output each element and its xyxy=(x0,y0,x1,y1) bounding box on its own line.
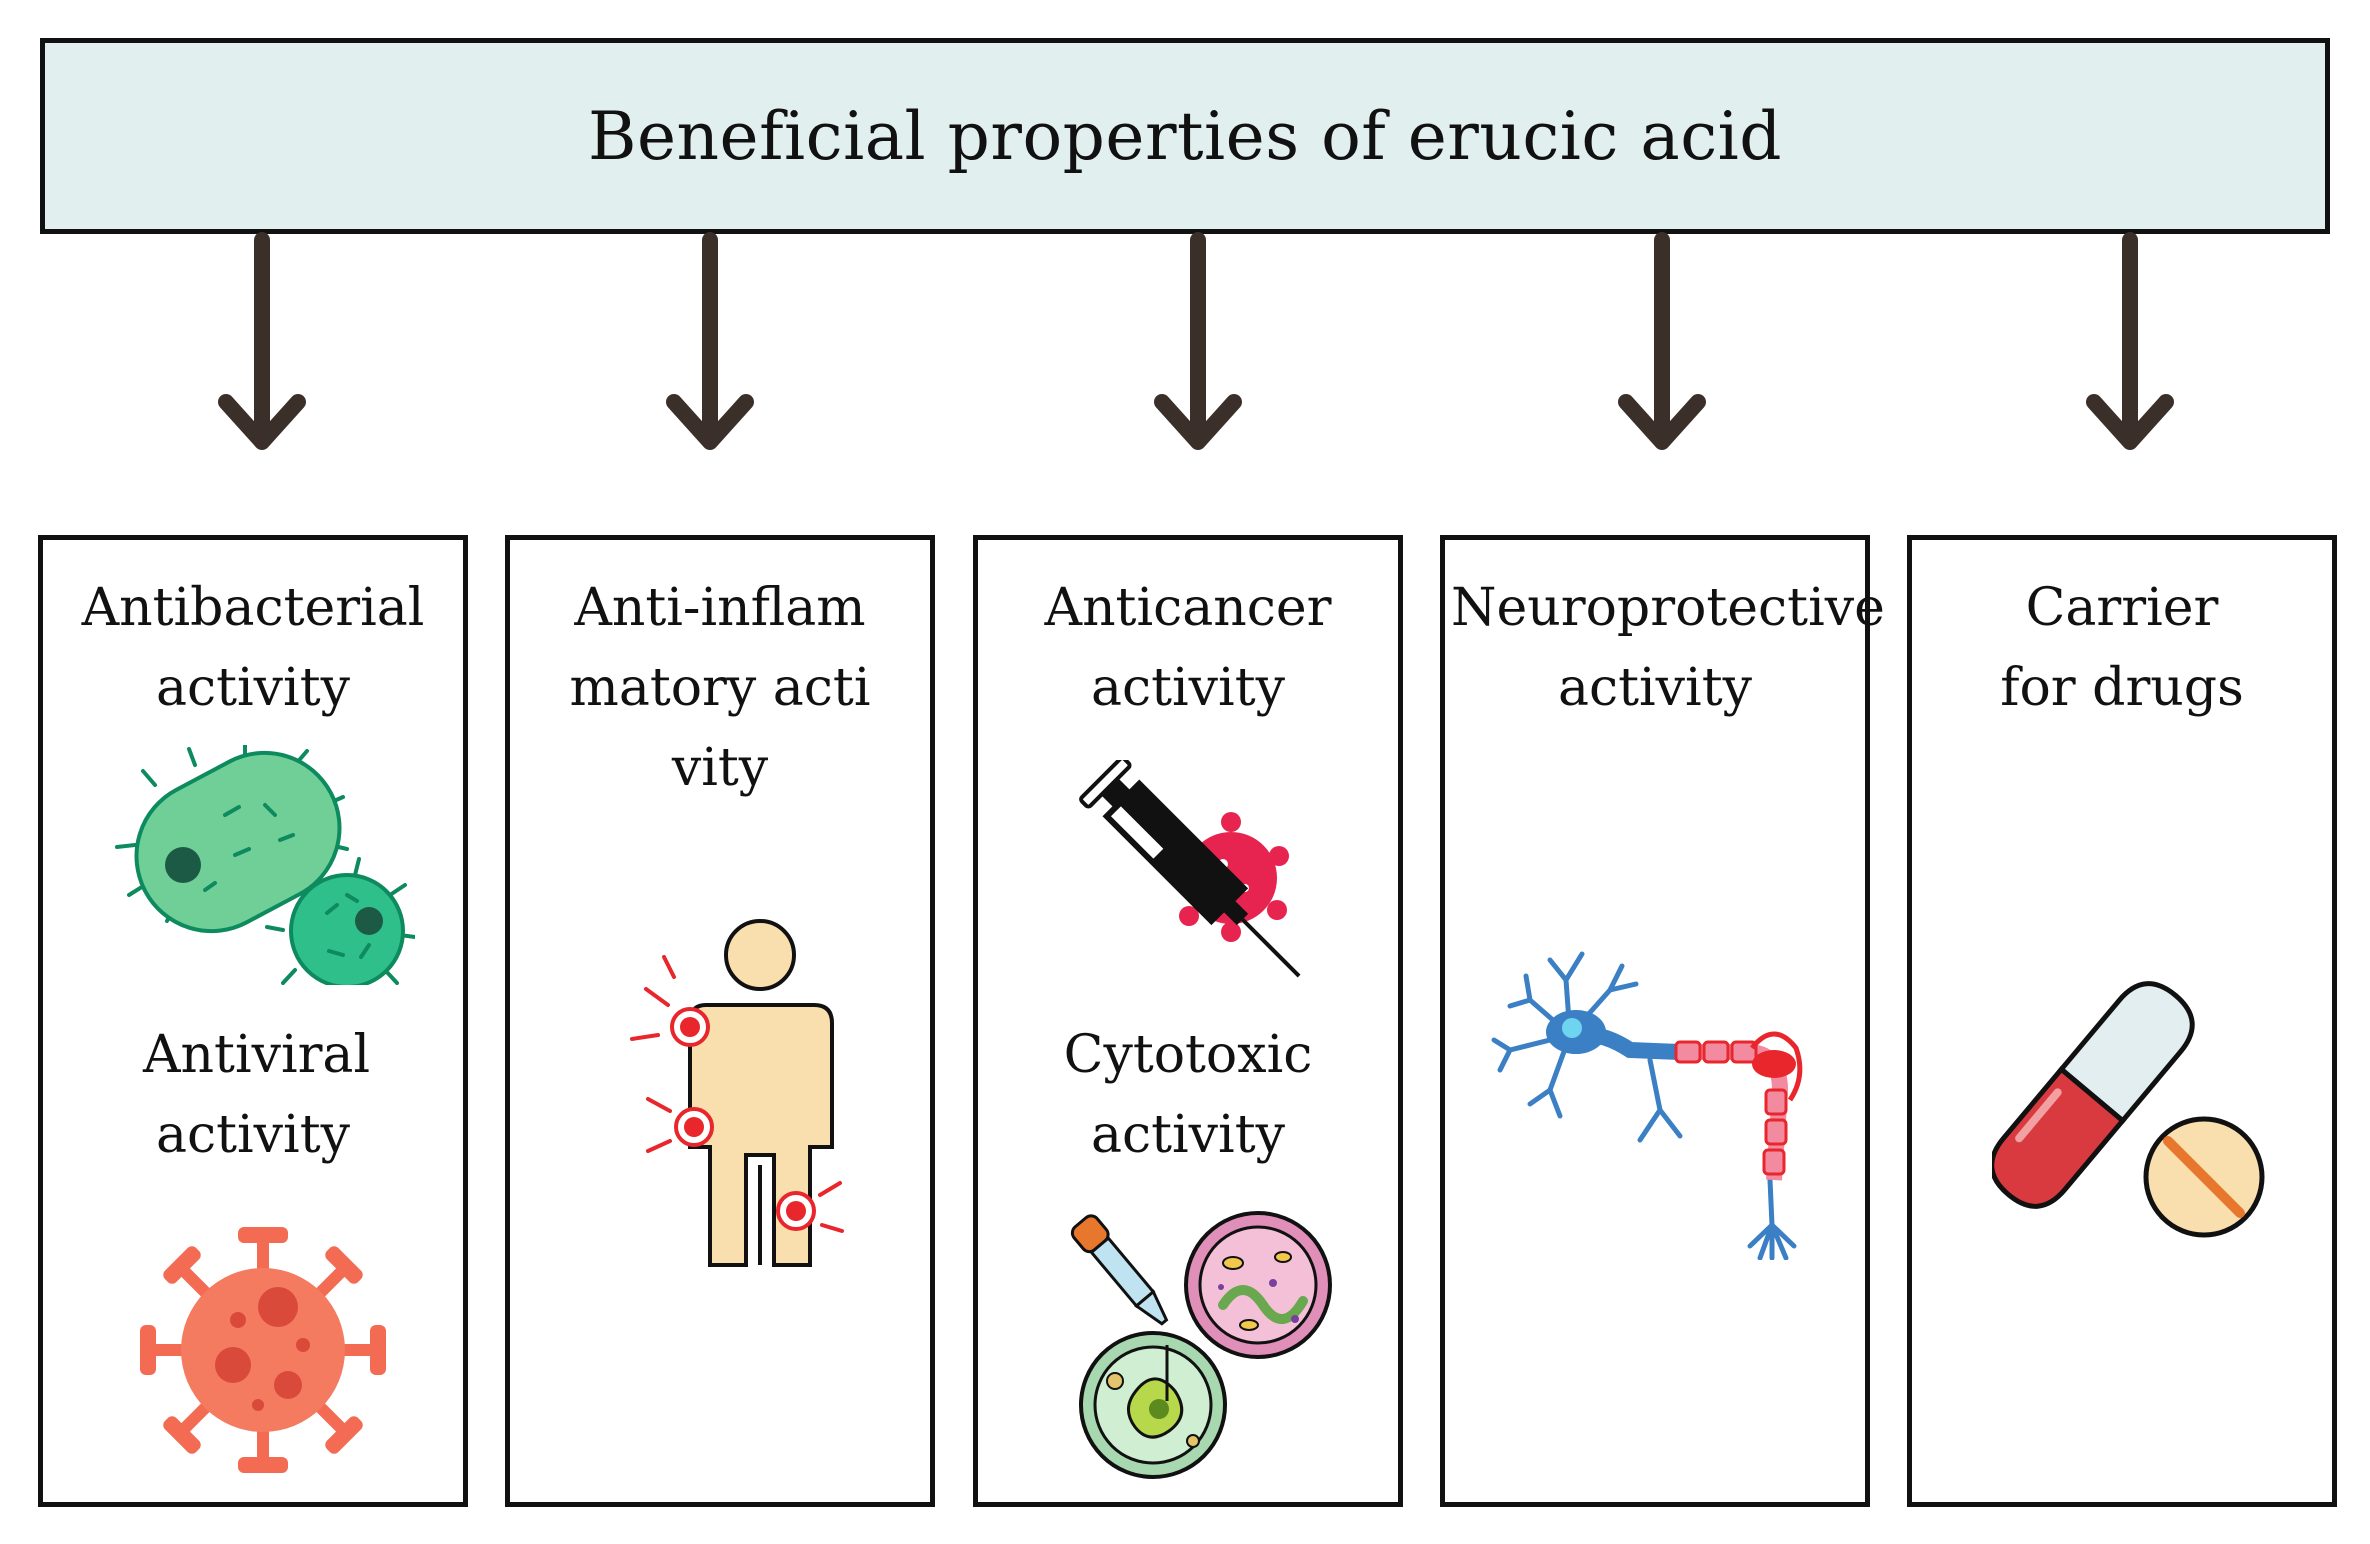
card-anticancer: Anticancer activity Cytotoxic activity xyxy=(973,535,1403,1507)
inflamed-joints-person-icon xyxy=(630,919,844,1267)
anticancer-label: Anticancer activity xyxy=(1044,578,1332,718)
carrier-for-drugs-label: Carrier for drugs xyxy=(2000,578,2244,718)
arrow-3 xyxy=(1154,232,1242,450)
arrow-2 xyxy=(666,232,754,450)
card-neuroprotective: Neuroprotective activity xyxy=(1440,535,1885,1507)
antiviral-label: Antiviral activity xyxy=(143,1025,371,1165)
card-anti-inflammatory: Anti-inflammatory activity xyxy=(505,535,935,1507)
capsule-pill-icon xyxy=(1992,981,2265,1238)
petri-dish-cells-icon xyxy=(1070,1211,1332,1479)
virus-icon xyxy=(140,1227,386,1473)
card-antibacterial: Antibacterial activity Antiviral activit… xyxy=(38,535,468,1507)
card-carrier-for-drugs: Carrier for drugs xyxy=(1907,535,2337,1507)
neuroprotective-label: Neuroprotective activity xyxy=(1451,578,1885,718)
syringe-cancer-cell-icon xyxy=(1079,760,1301,978)
anti-inflammatory-label: Anti-inflammatory activity xyxy=(569,578,871,798)
neuron-icon xyxy=(1491,951,1803,1260)
arrow-4 xyxy=(1618,232,1706,450)
arrow-1 xyxy=(218,232,306,450)
diagram-title: Beneficial properties of erucic acid xyxy=(587,97,1783,175)
diagram-title-box: Beneficial properties of erucic acid xyxy=(40,38,2330,234)
antibacterial-label: Antibacterial activity xyxy=(81,578,425,718)
arrow-5 xyxy=(2086,232,2174,450)
bacteria-icon xyxy=(115,745,415,985)
cytotoxic-label: Cytotoxic activity xyxy=(1063,1025,1313,1165)
